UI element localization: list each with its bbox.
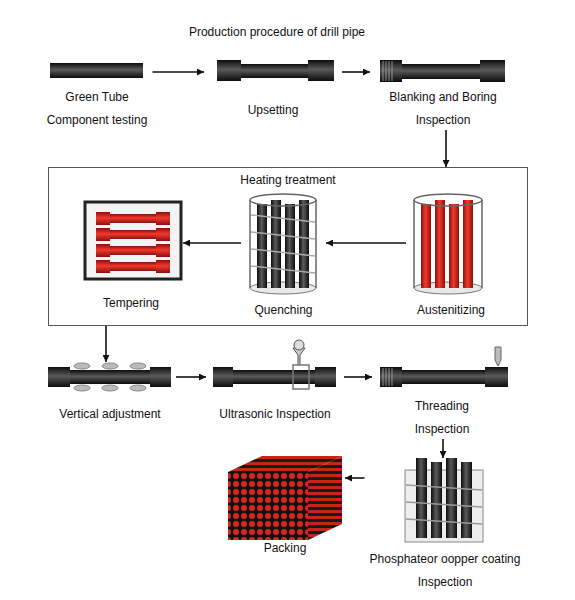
process-step: Austenitizing: [406, 189, 496, 320]
flow-arrow: [153, 71, 205, 73]
step-label: Ultrasonic Inspection: [219, 407, 330, 422]
step-note: Inspection: [416, 113, 471, 128]
process-step: Vertical adjustment: [44, 362, 176, 424]
step-note: Inspection: [415, 422, 470, 437]
step-note: Component testing: [47, 113, 148, 128]
process-step: Tempering: [79, 189, 183, 313]
step-label: Quenching: [254, 303, 312, 318]
step-label: Green Tube: [65, 90, 128, 105]
step-label: Heating treatment: [240, 173, 335, 188]
diagram-title: Production procedure of drill pipe: [0, 25, 554, 40]
step-label: Tempering: [103, 296, 159, 311]
process-step: Packing: [225, 452, 345, 558]
step-label: Vertical adjustment: [59, 407, 160, 422]
group-box: Heating treatmentTempering Quenching Auste…: [48, 167, 528, 326]
flow-arrow: [183, 242, 241, 244]
flow-arrow: [342, 71, 370, 73]
step-label: Austenitizing: [417, 303, 485, 318]
flow-arrow: [326, 242, 406, 244]
process-step: ThreadingInspection: [372, 355, 512, 439]
step-label: Upsetting: [248, 103, 299, 118]
step-label: Phosphateor oopper coating: [370, 552, 521, 567]
step-note: Inspection: [418, 575, 473, 590]
process-step: Phosphateor oopper coatingInspection: [365, 458, 526, 592]
process-step: Upsetting: [204, 55, 342, 120]
process-step: Ultrasonic Inspection: [206, 355, 344, 424]
flow-arrow: [345, 477, 365, 479]
step-label: Blanking and Boring: [389, 90, 496, 105]
process-step: Quenching: [241, 189, 326, 320]
process-step: Blanking and BoringInspection: [370, 55, 516, 130]
flow-arrow: [176, 376, 206, 378]
step-label: Threading: [415, 399, 469, 414]
process-step: Green TubeComponent testing: [42, 55, 153, 130]
flow-arrow: [445, 130, 447, 167]
flow-arrow: [442, 439, 444, 458]
flow-arrow: [344, 376, 372, 378]
step-label: Packing: [264, 541, 307, 556]
flow-arrow: [105, 326, 107, 362]
